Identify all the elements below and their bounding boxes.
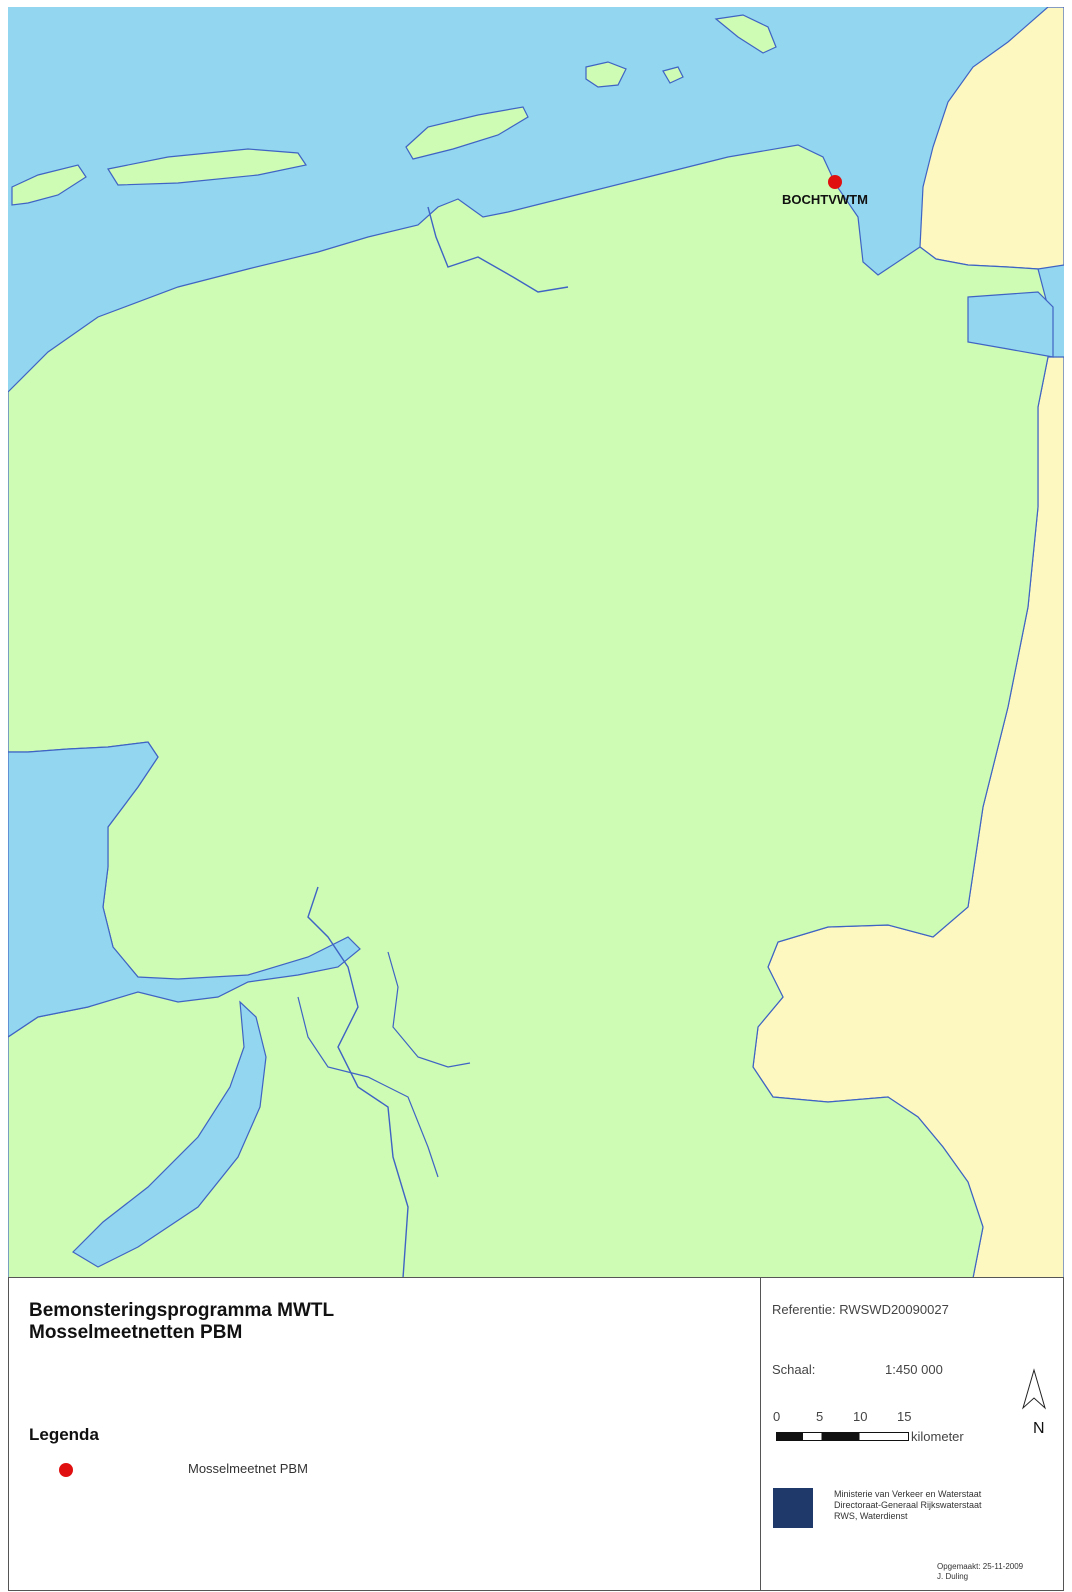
island-1 [11, 164, 87, 206]
ems-channel [967, 291, 1054, 358]
map-svg: BOCHTVWTM [8, 7, 1064, 1277]
scale-tick: 0 [773, 1409, 781, 1424]
estuary [427, 206, 569, 293]
north-label: N [1033, 1420, 1045, 1437]
made-date: Opgemaakt: 25-11-2009 [937, 1562, 1024, 1571]
river-3 [297, 996, 439, 1178]
legend-item-label: Mosselmeetnet PBM [188, 1461, 308, 1476]
ministry-line: Directoraat-Generaal Rijkswaterstaat [834, 1500, 982, 1510]
ministry-text: Ministerie van Verkeer en Waterstaat Dir… [834, 1489, 982, 1522]
scale-tick: 15 [897, 1409, 912, 1424]
inland-lake [8, 741, 361, 1038]
north-arrow-icon [1022, 1368, 1046, 1410]
scale-unit: kilometer [911, 1429, 964, 1444]
island-5 [662, 66, 684, 84]
reference-text: Referentie: RWSWD20090027 [772, 1302, 949, 1317]
station-marker[interactable] [828, 175, 842, 189]
legend-title: Legenda [29, 1425, 99, 1444]
ministry-line: Ministerie van Verkeer en Waterstaat [834, 1489, 982, 1499]
island-6 [714, 14, 777, 54]
river-1 [307, 886, 409, 1277]
map-title: Bemonsteringsprogramma MWTL [29, 1300, 335, 1321]
scale-tick: 10 [853, 1409, 868, 1424]
island-2 [107, 148, 307, 186]
scale-label: Schaal: [772, 1362, 816, 1377]
map-subtitle: Mosselmeetnetten PBM [29, 1322, 243, 1343]
ministry-line: RWS, Waterdienst [834, 1511, 908, 1521]
info-panel: Referentie: RWSWD20090027 Schaal: 1:450 … [760, 1278, 1064, 1591]
legend-marker-icon [59, 1463, 73, 1477]
scale-value: 1:450 000 [885, 1362, 943, 1377]
island-3 [405, 106, 529, 160]
scale-tick: 5 [816, 1409, 824, 1424]
ministry-logo [773, 1488, 813, 1528]
map-area: BOCHTVWTM [8, 7, 1064, 1278]
scale-bar [776, 1432, 909, 1441]
station-label: BOCHTVWTM [782, 192, 868, 207]
made-author: J. Duling [937, 1572, 969, 1581]
river-2 [387, 951, 471, 1068]
made-by-text: Opgemaakt: 25-11-2009 J. Duling [937, 1562, 1023, 1582]
legend-panel: Bemonsteringsprogramma MWTL Mosselmeetne… [8, 1278, 760, 1591]
inland-channel [72, 1000, 267, 1268]
island-4 [585, 61, 627, 88]
main-land [8, 144, 1049, 1277]
